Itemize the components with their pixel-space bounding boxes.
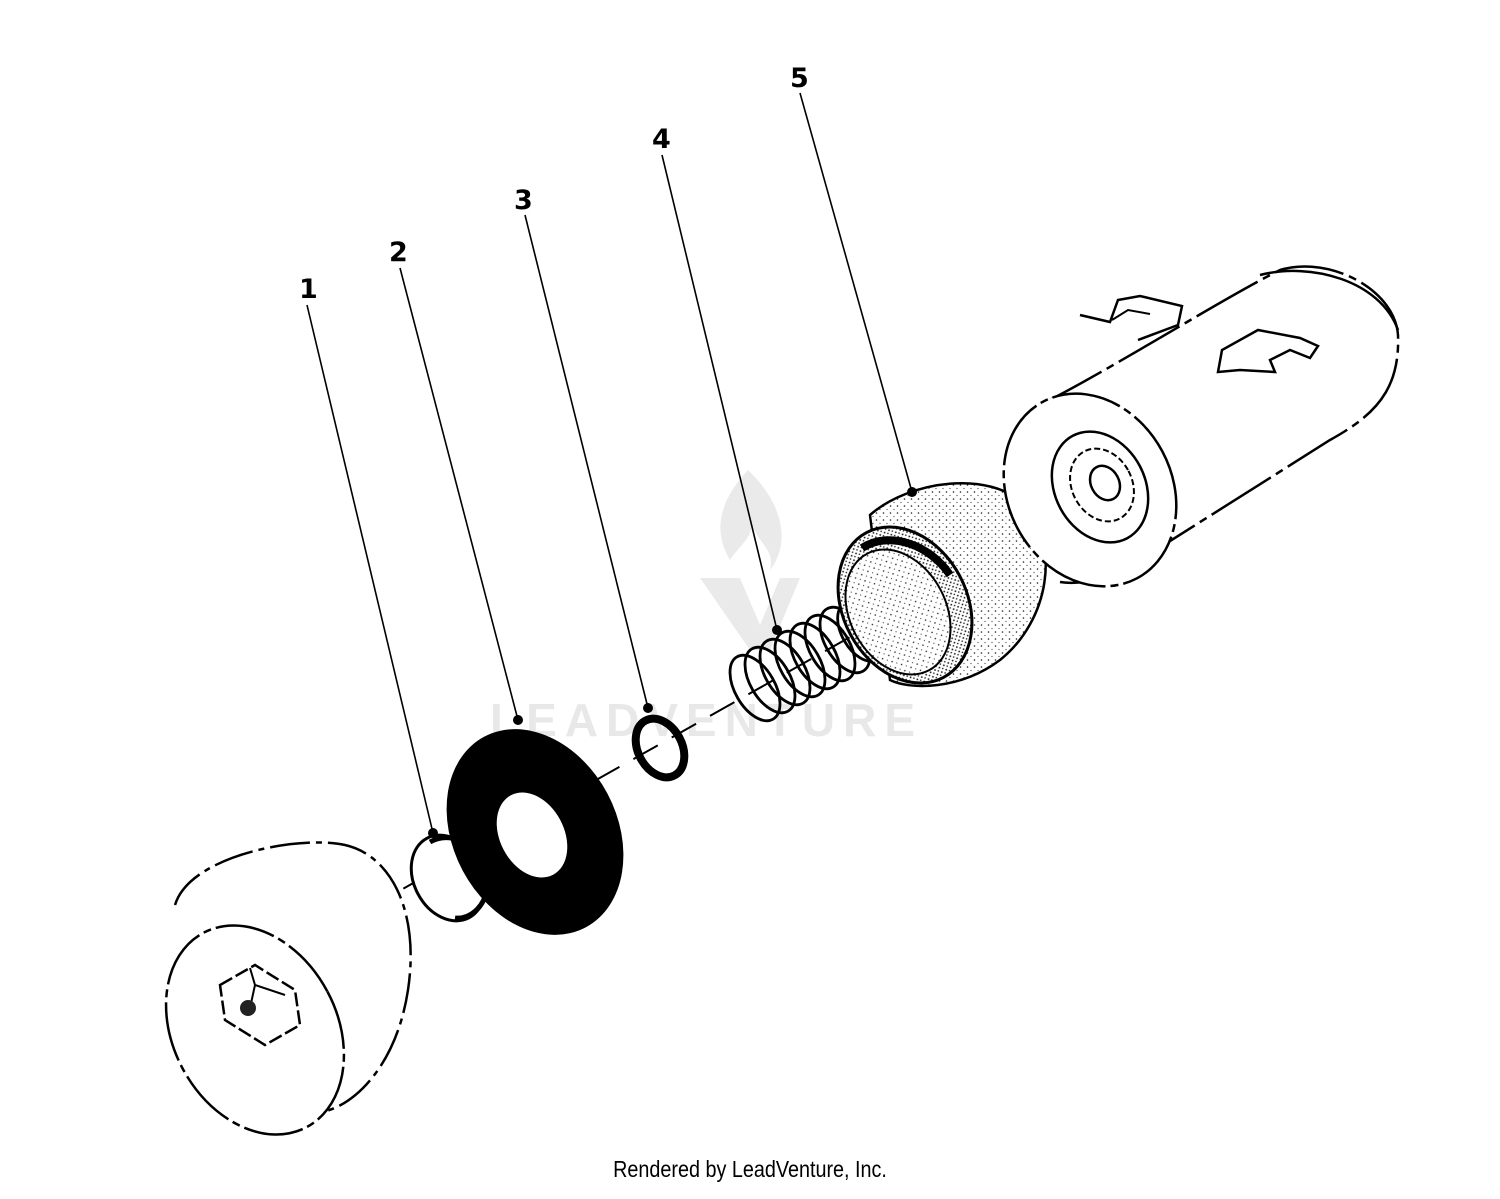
leader-line-4 [661, 154, 778, 631]
mounting-bracket-side [1216, 328, 1320, 374]
footer-credit: Rendered by LeadVenture, Inc. [613, 1156, 887, 1182]
end-cap-with-nut [164, 841, 412, 1136]
main-housing [1002, 265, 1400, 588]
part-2-gasket [446, 729, 624, 935]
callout-1: 1 [299, 274, 318, 305]
leader-line-1 [306, 304, 434, 834]
part-5-filter-element [836, 481, 1047, 688]
callout-5: 5 [790, 63, 809, 94]
leadventure-watermark: LEADVENTURE [490, 470, 923, 746]
mounting-bracket-top [1079, 294, 1184, 342]
watermark-text: LEADVENTURE [490, 694, 923, 746]
assembly-axis [249, 484, 1121, 976]
callout-4: 4 [652, 124, 671, 155]
leader-dots [428, 487, 917, 838]
part-3-o-ring [631, 714, 689, 782]
leader-lines [306, 92, 913, 834]
leader-line-5 [799, 92, 913, 493]
callout-2: 2 [389, 237, 408, 268]
leader-line-2 [399, 267, 519, 721]
callout-3: 3 [514, 185, 533, 216]
leader-line-3 [524, 214, 649, 709]
